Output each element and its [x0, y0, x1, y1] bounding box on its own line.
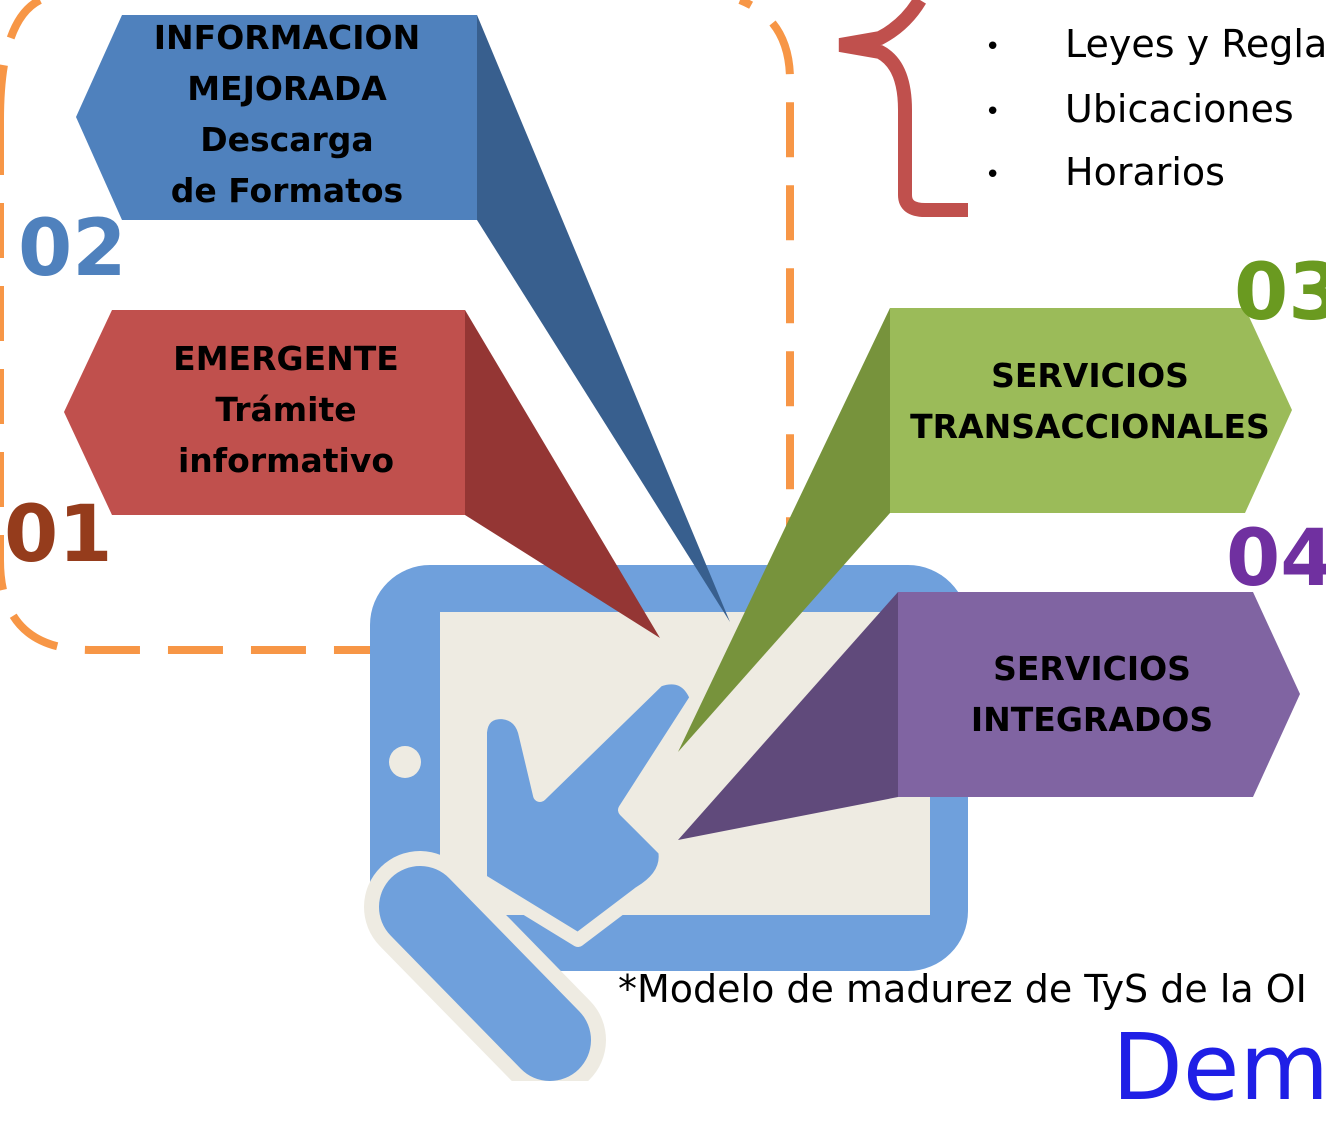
- stage-01-line3: informativo: [177, 441, 395, 480]
- stage-02-line1: INFORMACION: [153, 18, 421, 57]
- stage-03-pointer: [678, 308, 890, 752]
- stage-03-number: 03: [1234, 248, 1326, 338]
- bullet-item: •Leyes y Regla: [985, 22, 1326, 66]
- stage-04-banner: [898, 592, 1300, 797]
- stage-02-line4: de Formatos: [170, 171, 404, 210]
- brace: [838, 0, 968, 217]
- stage-01-callout: [64, 310, 660, 638]
- footnote: *Modelo de madurez de TyS de la OI: [618, 967, 1307, 1011]
- stage-03-label: SERVICIOS TRANSACCIONALES: [890, 350, 1290, 452]
- stage-01-banner: [64, 310, 465, 515]
- pointing-hand-icon: [364, 670, 704, 1081]
- diagram-canvas: [0, 0, 1300, 1081]
- stage-03-callout: [678, 308, 1292, 752]
- stage-04-pointer: [678, 592, 898, 840]
- stage-01-number: 01: [4, 490, 113, 580]
- bullet-item: •Horarios: [985, 150, 1225, 194]
- stage-04-callout: [678, 592, 1300, 840]
- stage-01-line1: EMERGENTE: [173, 339, 399, 378]
- stage-04-line2: INTEGRADOS: [970, 700, 1214, 739]
- stage-02-pointer: [477, 15, 730, 622]
- stage-02-banner: [76, 15, 477, 220]
- bullet-text: Horarios: [1065, 150, 1225, 194]
- stage-02-number: 02: [18, 204, 127, 294]
- footer-title: Demo: [1112, 1014, 1326, 1121]
- bullet-text: Leyes y Regla: [1065, 22, 1326, 66]
- stage-03-line1: SERVICIOS: [991, 356, 1189, 395]
- stage-03-line2: TRANSACCIONALES: [910, 407, 1270, 446]
- bullet-text: Ubicaciones: [1065, 87, 1294, 131]
- stage-01-pointer: [465, 310, 660, 638]
- stage-02-label: INFORMACION MEJORADA Descarga de Formato…: [122, 12, 452, 216]
- stage-01-line2: Trámite: [215, 390, 357, 429]
- stage-04-number: 04: [1226, 514, 1326, 604]
- tablet-home-button: [389, 746, 421, 778]
- stage-04-line1: SERVICIOS: [993, 649, 1191, 688]
- tablet-touch-icon: [364, 565, 968, 1081]
- bullet-item: •Ubicaciones: [985, 87, 1294, 131]
- stage-03-banner: [890, 308, 1292, 513]
- stage-04-label: SERVICIOS INTEGRADOS: [898, 643, 1286, 745]
- stage-02-line3: Descarga: [200, 120, 374, 159]
- stage-02-callout: [76, 15, 730, 622]
- stage-01-label: EMERGENTE Trámite informativo: [112, 333, 460, 486]
- stage-02-line2: MEJORADA: [187, 69, 387, 108]
